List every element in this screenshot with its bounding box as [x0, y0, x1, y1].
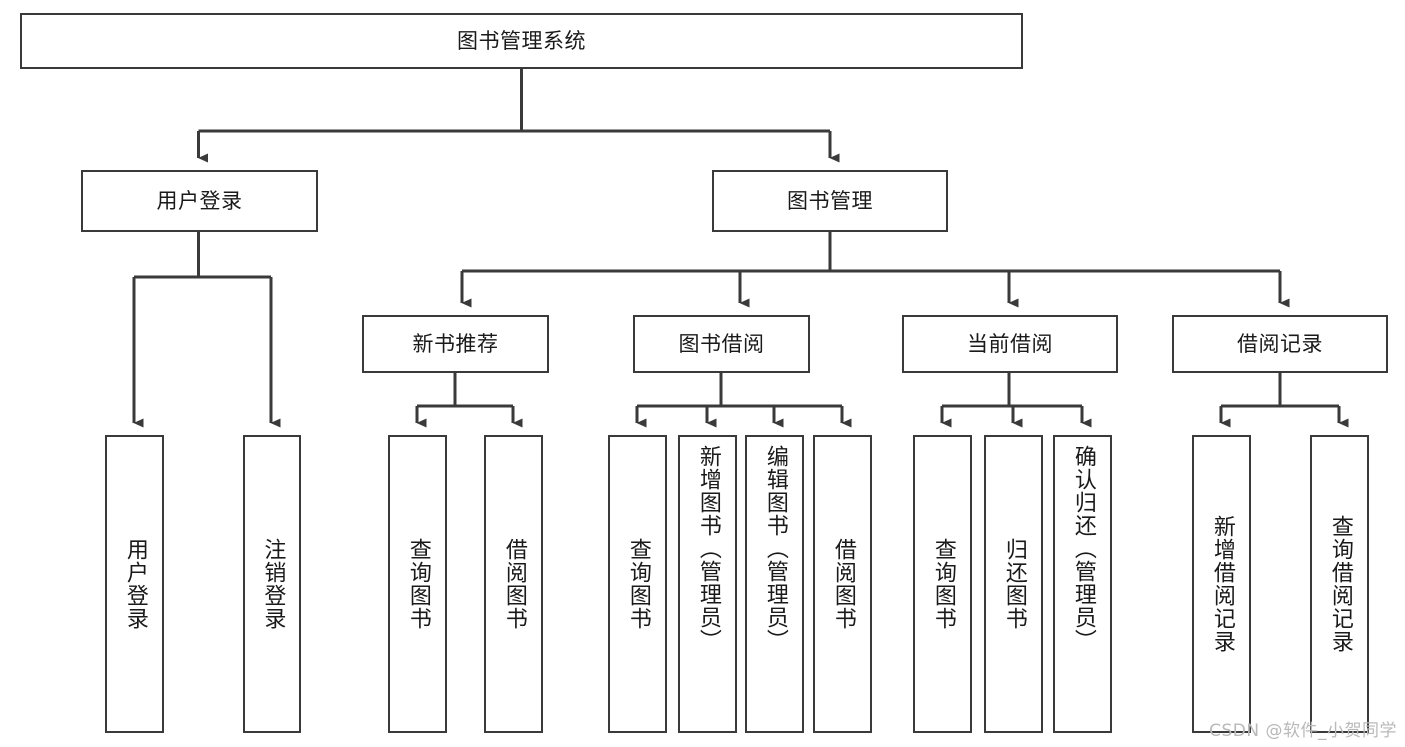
node-root[interactable]: 图书管理系统 [20, 13, 1023, 69]
node-book-management-label: 图书管理 [787, 188, 873, 213]
leaf-add-record[interactable]: 新增借阅记录 [1192, 435, 1251, 733]
node-book-borrow-label: 图书借阅 [678, 331, 765, 356]
leaf-borrow-book-1-label: 借阅图书 [501, 538, 527, 630]
node-book-borrow[interactable]: 图书借阅 [633, 315, 810, 373]
leaf-query-book-1-label: 查询图书 [405, 538, 431, 630]
leaf-query-record[interactable]: 查询借阅记录 [1310, 435, 1369, 733]
node-user-login-label: 用户登录 [156, 188, 243, 213]
leaf-query-book-3[interactable]: 查询图书 [913, 435, 972, 733]
leaf-borrow-book-2[interactable]: 借阅图书 [813, 435, 872, 733]
node-current-borrow-label: 当前借阅 [967, 331, 1053, 356]
node-root-label: 图书管理系统 [457, 28, 586, 53]
leaf-query-book-2[interactable]: 查询图书 [608, 435, 667, 733]
node-current-borrow[interactable]: 当前借阅 [902, 315, 1118, 373]
leaf-user-login-label: 用户登录 [122, 538, 148, 630]
leaf-logout[interactable]: 注销登录 [243, 435, 301, 733]
node-book-management[interactable]: 图书管理 [712, 170, 948, 232]
leaf-return-book-label: 归还图书 [1001, 538, 1027, 630]
leaf-edit-book-label: 编辑图书（管理员） [762, 445, 788, 652]
leaf-query-book-3-label: 查询图书 [930, 538, 956, 630]
leaf-add-book-label: 新增图书（管理员） [695, 445, 721, 652]
node-borrow-record-label: 借阅记录 [1237, 331, 1323, 356]
leaf-query-book-2-label: 查询图书 [625, 538, 651, 630]
leaf-add-book[interactable]: 新增图书（管理员） [678, 435, 737, 733]
leaf-query-book-1[interactable]: 查询图书 [388, 435, 447, 733]
leaf-add-record-label: 新增借阅记录 [1209, 515, 1235, 653]
node-new-book-recommend[interactable]: 新书推荐 [362, 315, 549, 373]
node-borrow-record[interactable]: 借阅记录 [1172, 315, 1388, 373]
leaf-borrow-book-1[interactable]: 借阅图书 [484, 435, 543, 733]
leaf-query-record-label: 查询借阅记录 [1327, 515, 1353, 653]
leaf-confirm-return-label: 确认归还（管理员） [1070, 445, 1096, 652]
node-user-login[interactable]: 用户登录 [81, 170, 318, 232]
leaf-borrow-book-2-label: 借阅图书 [830, 538, 856, 630]
leaf-edit-book[interactable]: 编辑图书（管理员） [745, 435, 804, 733]
node-new-book-recommend-label: 新书推荐 [412, 331, 499, 356]
leaf-logout-label: 注销登录 [260, 538, 286, 630]
leaf-confirm-return[interactable]: 确认归还（管理员） [1053, 435, 1112, 733]
leaf-user-login[interactable]: 用户登录 [105, 435, 164, 733]
leaf-return-book[interactable]: 归还图书 [984, 435, 1043, 733]
